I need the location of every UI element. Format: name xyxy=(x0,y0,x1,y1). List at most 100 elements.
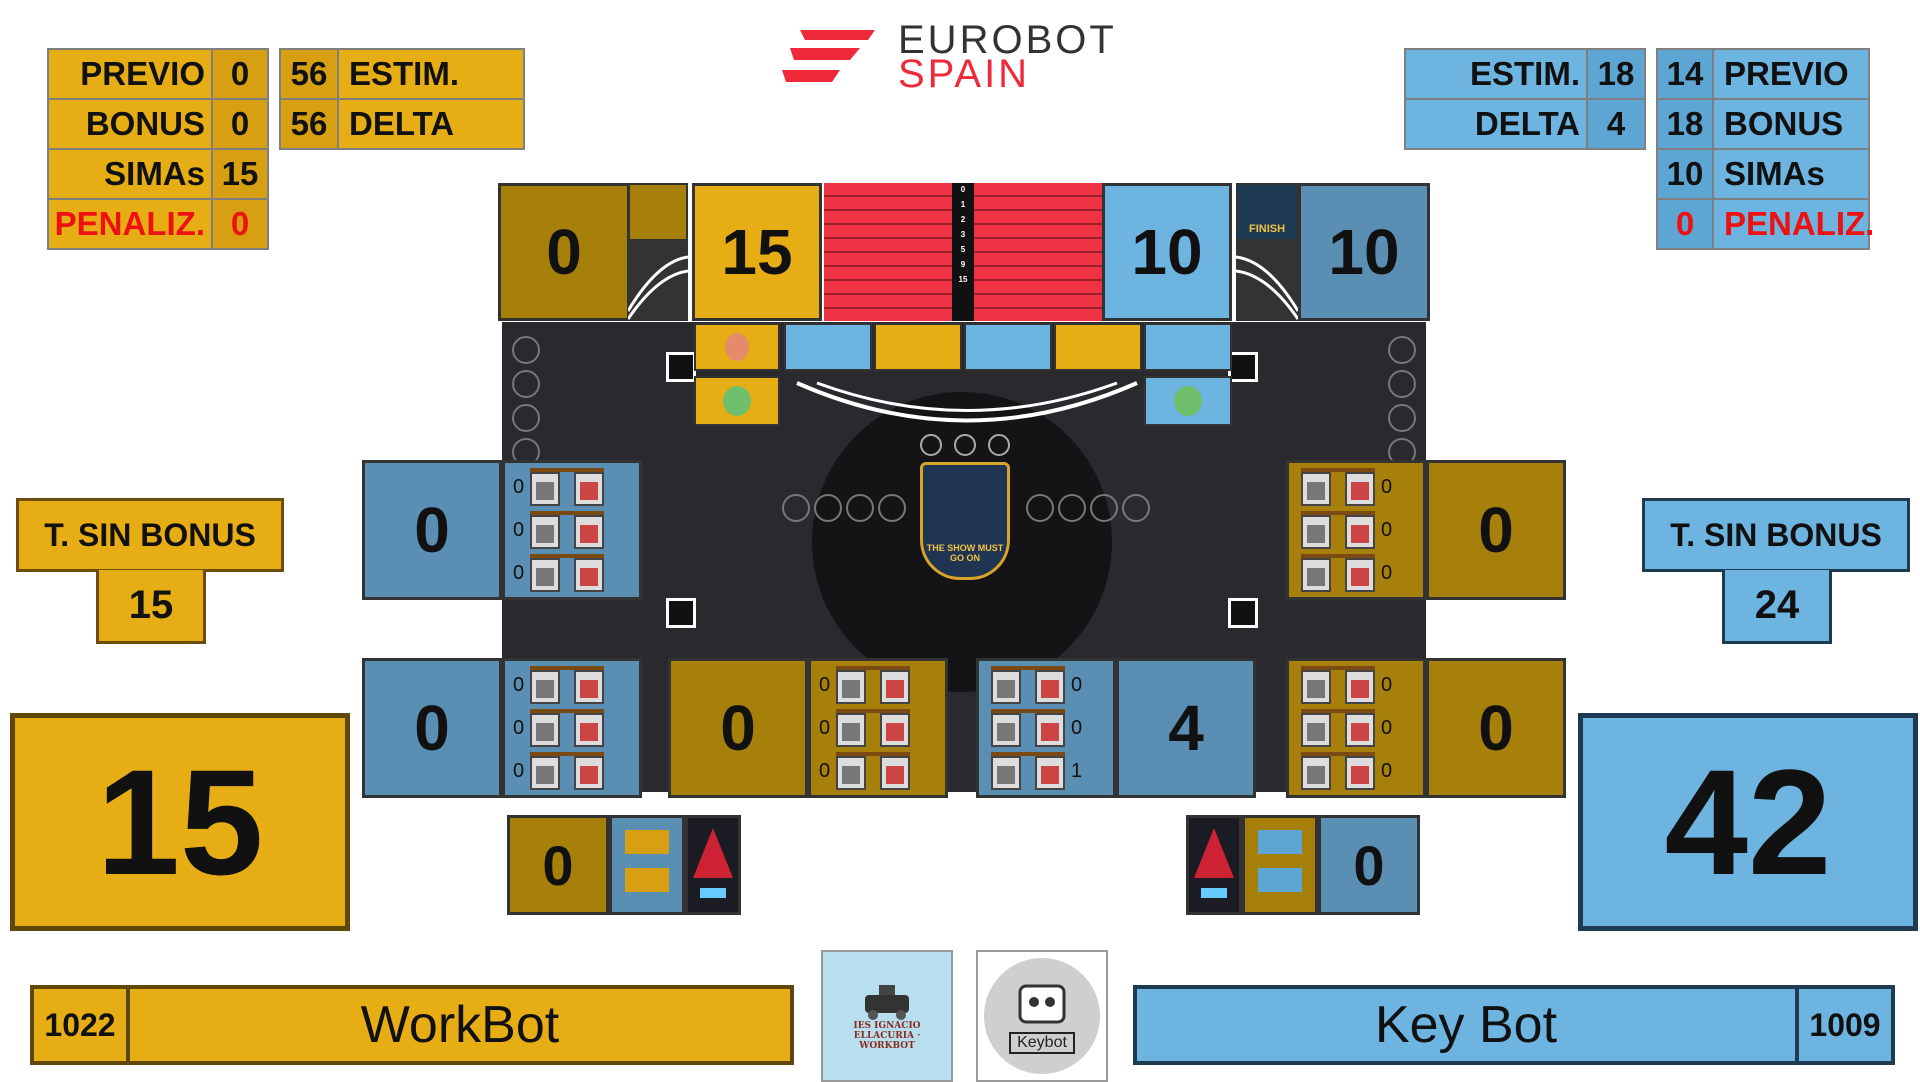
eurobot-logo-icon xyxy=(782,30,875,82)
finish-label: FINISH xyxy=(1248,223,1286,235)
left-team-name: WorkBot xyxy=(126,985,794,1065)
left-bonus-label: BONUS xyxy=(47,98,213,150)
left-total-score: 15 xyxy=(10,713,350,931)
scale-4: 5 xyxy=(960,245,966,254)
zone-mid-left-robots: 0 0 0 xyxy=(808,658,948,798)
count: 0 xyxy=(513,561,525,584)
count: 0 xyxy=(819,673,831,696)
right-total-score: 42 xyxy=(1578,713,1918,931)
bottom-left-poster xyxy=(685,815,741,915)
scale-0: 0 xyxy=(960,185,966,194)
count: 0 xyxy=(1071,673,1083,696)
count: 0 xyxy=(1381,673,1393,696)
right-delta-value: 4 xyxy=(1586,98,1646,150)
eurobot-logo: EUROBOT SPAIN xyxy=(780,18,1160,96)
right-penaliz-value: 0 xyxy=(1656,198,1714,250)
right-previo-value: 14 xyxy=(1656,48,1714,100)
left-penaliz-value: 0 xyxy=(211,198,269,250)
bottom-right-score: 0 xyxy=(1318,815,1420,915)
left-estim-label: ESTIM. xyxy=(337,48,525,100)
right-delta-label: DELTA xyxy=(1404,98,1588,150)
logo-line1: EUROBOT xyxy=(898,18,1117,62)
left-penaliz-label: PENALIZ. xyxy=(47,198,213,250)
board-circles-left xyxy=(512,336,540,466)
count: 0 xyxy=(819,716,831,739)
left-sin-bonus-label: T. SIN BONUS xyxy=(16,498,284,572)
stage-left-bars xyxy=(824,183,952,321)
left-simas-label: SIMAs xyxy=(47,148,213,200)
right-penaliz-label: PENALIZ. xyxy=(1712,198,1874,250)
left-previo-label: PREVIO xyxy=(47,48,213,100)
zone-mid-right-robots: 0 0 1 xyxy=(976,658,1116,798)
right-sin-bonus-label: T. SIN BONUS xyxy=(1642,498,1910,572)
count: 0 xyxy=(513,759,525,782)
right-team-id: 1009 xyxy=(1795,985,1895,1065)
scale-3: 3 xyxy=(960,230,966,239)
right-team-name: Key Bot xyxy=(1133,985,1799,1065)
zone-mid-right-score: 4 xyxy=(1116,658,1256,798)
right-team-logo: Keybot xyxy=(976,950,1108,1082)
top-left-small-score: 0 xyxy=(498,183,630,321)
robot-face-icon xyxy=(1018,984,1066,1024)
aruco-tag-bottom-left xyxy=(666,598,696,628)
zone-left-lower-score: 0 xyxy=(362,658,502,798)
right-previo-label: PREVIO xyxy=(1712,48,1870,100)
the-show-logo: THE SHOW MUST GO ON xyxy=(920,462,1010,580)
right-bonus-label: BONUS xyxy=(1712,98,1870,150)
scale-5: 9 xyxy=(960,260,966,269)
tile-blue-3 xyxy=(1144,323,1232,371)
top-left-main-score: 15 xyxy=(692,183,822,321)
left-team-id: 1022 xyxy=(30,985,130,1065)
bottom-left-score: 0 xyxy=(507,815,609,915)
count: 0 xyxy=(1381,561,1393,584)
logo-line2: SPAIN xyxy=(898,52,1031,96)
right-bonus-value: 18 xyxy=(1656,98,1714,150)
count: 0 xyxy=(1381,759,1393,782)
scale-1: 1 xyxy=(960,200,966,209)
board-circles-right xyxy=(1388,336,1416,466)
tile-yellow-2 xyxy=(1054,323,1142,371)
stage-scale: 0 1 2 3 5 9 15 xyxy=(952,183,974,321)
right-estim-label: ESTIM. xyxy=(1404,48,1588,100)
top-right-small-score: 10 xyxy=(1298,183,1430,321)
aruco-tag-top-right xyxy=(1228,352,1258,382)
zone-right-upper-score: 0 xyxy=(1426,460,1566,600)
board-circles-mid-left xyxy=(782,494,906,522)
scale-6: 15 xyxy=(958,275,968,284)
stage-right-bars xyxy=(974,183,1102,321)
count: 0 xyxy=(1381,475,1393,498)
tile-blue-2 xyxy=(964,323,1052,371)
left-team-logo: IES IGNACIO ELLACURIA · WORKBOT xyxy=(821,950,953,1082)
left-simas-value: 15 xyxy=(211,148,269,200)
top-right-main-score: 10 xyxy=(1102,183,1232,321)
count: 0 xyxy=(513,716,525,739)
bottom-right-poster xyxy=(1186,815,1242,915)
left-previo-value: 0 xyxy=(211,48,269,100)
left-delta-value: 56 xyxy=(279,98,339,150)
count: 1 xyxy=(1071,759,1083,782)
center-markers xyxy=(920,434,1010,456)
left-bonus-value: 0 xyxy=(211,98,269,150)
count: 0 xyxy=(513,518,525,541)
left-sin-bonus-value: 15 xyxy=(96,570,206,644)
tile-flower-right xyxy=(1144,376,1232,426)
right-sin-bonus-value: 24 xyxy=(1722,570,1832,644)
zone-right-upper-robots: 0 0 0 xyxy=(1286,460,1426,600)
finish-flag-icon: FINISH xyxy=(1236,183,1298,241)
scale-2: 2 xyxy=(960,215,966,224)
count: 0 xyxy=(513,673,525,696)
zone-left-upper-robots: 0 0 0 xyxy=(502,460,642,600)
board-arc xyxy=(796,381,1138,423)
zone-left-lower-robots: 0 0 0 xyxy=(502,658,642,798)
zone-left-upper-score: 0 xyxy=(362,460,502,600)
bottom-right-tiles xyxy=(1242,815,1318,915)
right-estim-value: 18 xyxy=(1586,48,1646,100)
left-team-logo-text: IES IGNACIO ELLACURIA · WORKBOT xyxy=(853,1021,921,1051)
aruco-tag-top-left xyxy=(666,352,696,382)
game-board: THE SHOW MUST GO ON xyxy=(502,322,1426,792)
count: 0 xyxy=(513,475,525,498)
tile-blue-1 xyxy=(784,323,872,371)
tile-pink-creature xyxy=(694,323,780,371)
right-simas-label: SIMAs xyxy=(1712,148,1870,200)
robot-car-icon xyxy=(865,985,909,1020)
